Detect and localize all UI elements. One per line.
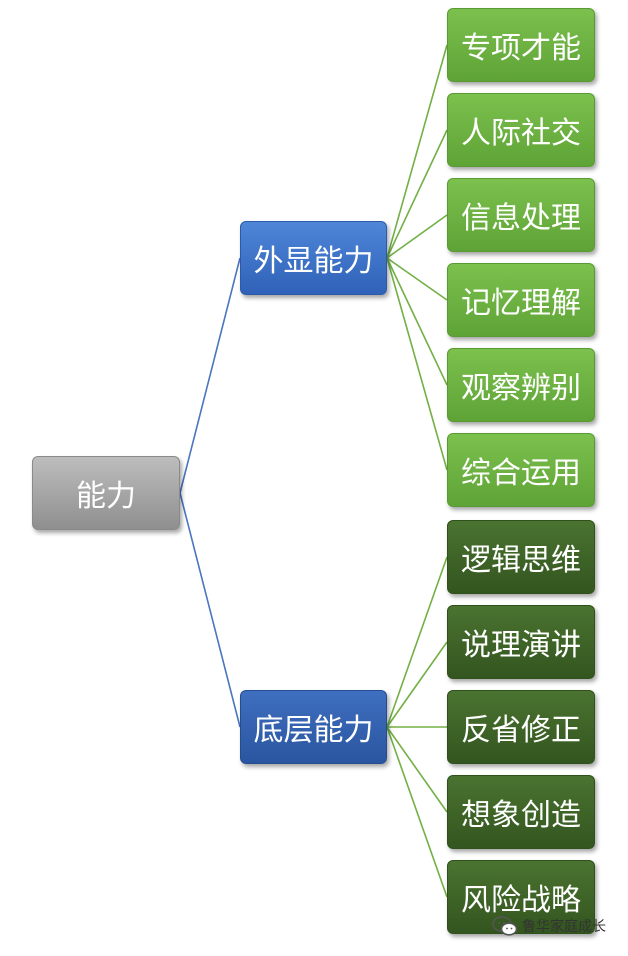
leaf-label: 风险战略 [461,883,581,918]
root-label: 能力 [76,479,136,514]
leaf-node: 说理演讲 [447,605,595,679]
leaf-node: 人际社交 [447,93,595,167]
branch-leaf-connector [386,726,448,813]
root-branch-connector [179,492,241,728]
leaf-label: 想象创造 [461,798,581,833]
leaf-node: 想象创造 [447,775,595,849]
leaf-label: 人际社交 [461,116,581,151]
leaf-node: 反省修正 [447,690,595,764]
leaf-node: 专项才能 [447,8,595,82]
branch-label: 外显能力 [253,244,374,279]
watermark: 鲁华家庭成长 [492,916,606,936]
wechat-icon [492,916,518,936]
branch-leaf-connector [386,129,448,259]
leaf-node: 记忆理解 [447,263,595,337]
watermark-text: 鲁华家庭成长 [522,919,606,935]
leaf-label: 信息处理 [461,201,581,236]
leaf-label: 反省修正 [461,713,581,748]
leaf-label: 观察辨别 [461,371,581,406]
leaf-node: 观察辨别 [447,348,595,422]
branch-leaf-connector [386,641,448,728]
leaf-label: 专项才能 [461,31,581,66]
leaf-label: 记忆理解 [461,286,581,321]
branch-leaf-connector [386,44,448,259]
branch-leaf-connector [386,257,448,386]
branch-leaf-connector [386,726,448,898]
branch-leaf-connector [386,257,448,301]
leaf-node: 风险战略 [447,860,595,934]
leaf-label: 说理演讲 [461,628,581,663]
branch-leaf-connector [386,257,448,471]
leaf-label: 综合运用 [461,456,581,491]
branch-node-underlying: 底层能力 [240,690,387,764]
branch-leaf-connector [386,556,448,728]
leaf-node: 信息处理 [447,178,595,252]
branch-leaf-connector [386,214,448,259]
branch-node-outward: 外显能力 [240,221,387,295]
root-branch-connector [179,257,241,494]
leaf-label: 逻辑思维 [461,543,581,578]
leaf-node: 逻辑思维 [447,520,595,594]
root-node: 能力 [32,456,180,530]
leaf-node: 综合运用 [447,433,595,507]
branch-label: 底层能力 [253,713,374,748]
